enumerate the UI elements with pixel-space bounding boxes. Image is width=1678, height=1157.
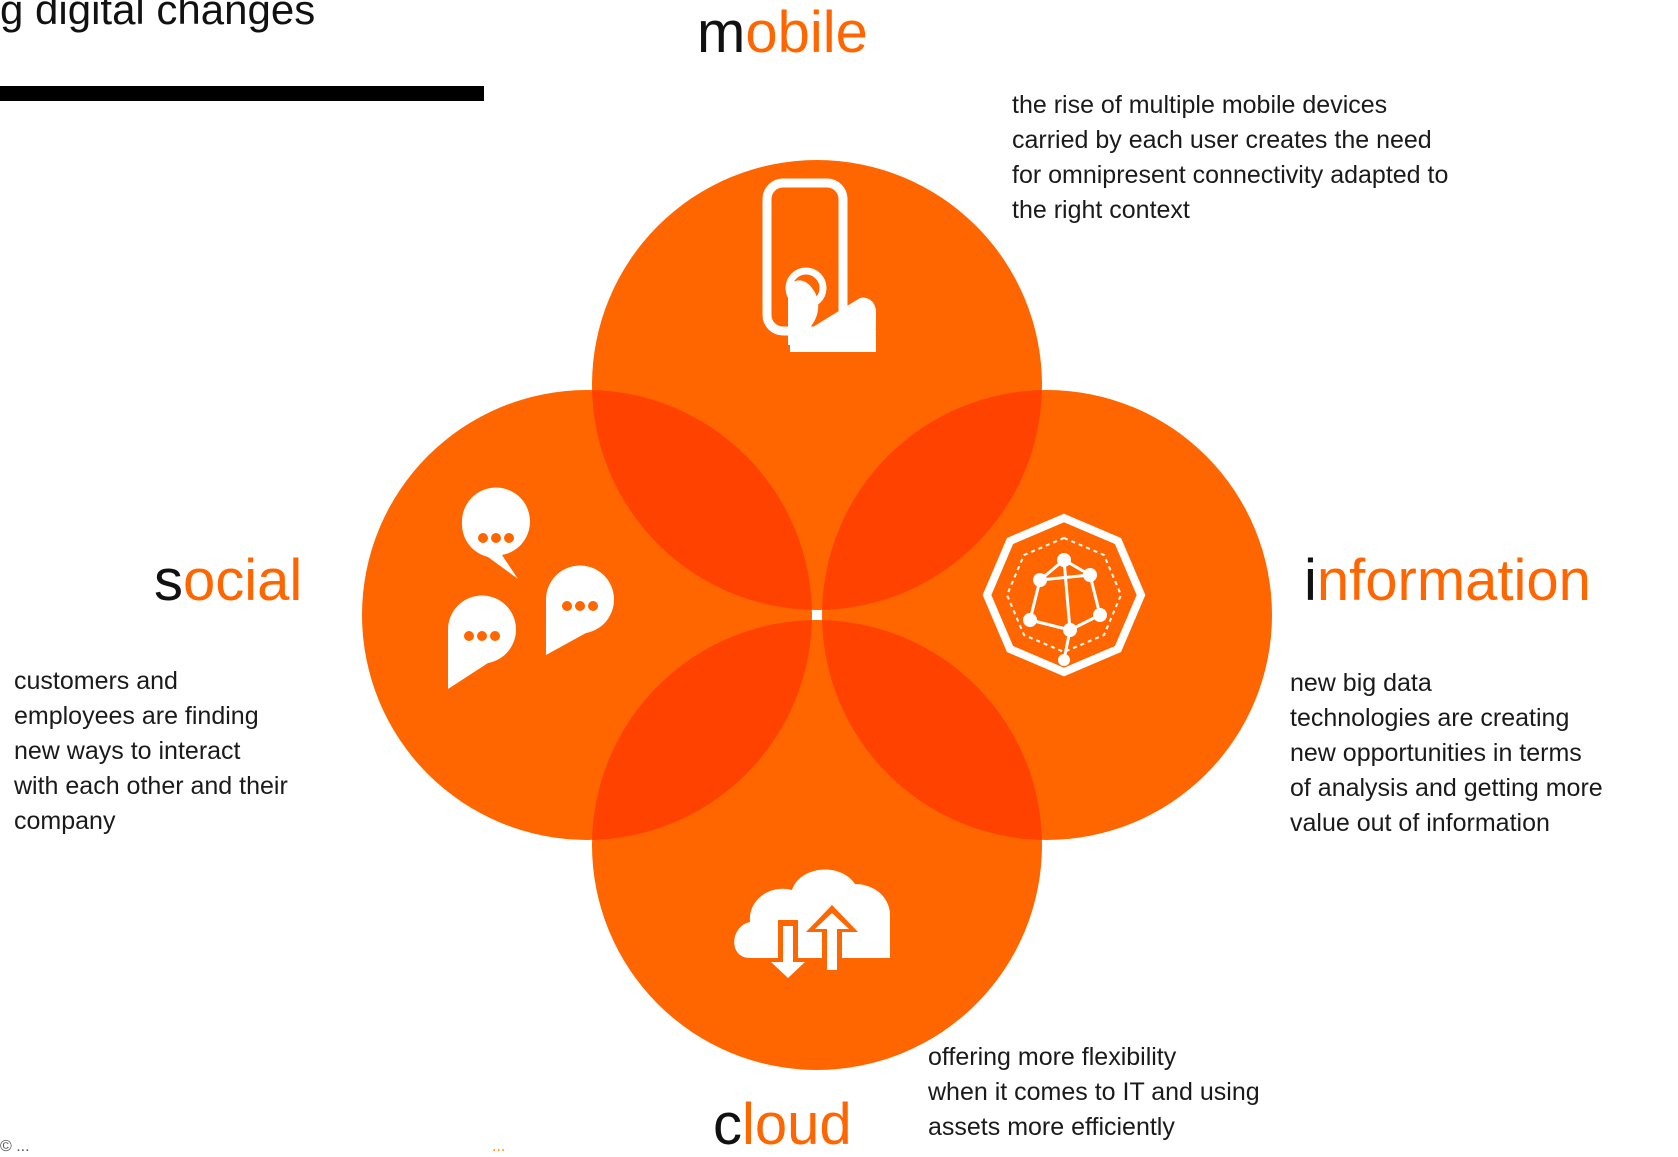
heading-social-rest: ocial xyxy=(183,548,303,613)
footer-brand-text: ... xyxy=(492,1138,506,1155)
slide-title: g digital changes xyxy=(0,0,316,33)
title-underline-bar xyxy=(0,86,484,101)
heading-information-rest: nformation xyxy=(1316,548,1591,613)
chat-bubbles-icon xyxy=(447,487,614,689)
network-octagon-icon xyxy=(982,513,1146,677)
description-social: customers and employees are finding new … xyxy=(14,667,288,835)
heading-mobile-rest: obile xyxy=(745,0,868,65)
heading-information-first-letter: i xyxy=(1304,548,1317,613)
phone-touch-icon xyxy=(762,178,876,352)
overlap-cloud-information xyxy=(822,620,1042,840)
description-cloud: offering more flexibility when it comes … xyxy=(928,1043,1260,1141)
heading-cloud-rest: loud xyxy=(742,1092,852,1157)
heading-cloud-first-letter: c xyxy=(713,1092,742,1157)
overlap-mobile-social xyxy=(592,390,812,610)
heading-cloud: cloud xyxy=(713,1096,852,1154)
description-information: new big data technologies are creating n… xyxy=(1290,669,1603,837)
heading-mobile: mobile xyxy=(697,4,868,62)
heading-social: social xyxy=(154,552,302,610)
heading-social-first-letter: s xyxy=(154,548,183,613)
description-mobile: the rise of multiple mobile devices carr… xyxy=(1012,91,1449,224)
heading-mobile-first-letter: m xyxy=(697,0,746,65)
cloud-sync-icon xyxy=(734,869,890,985)
heading-information: information xyxy=(1304,552,1591,610)
footer-copyright: © ... xyxy=(0,1138,30,1155)
overlaps-group xyxy=(592,390,1042,840)
overlap-cloud-social xyxy=(592,620,812,840)
overlap-mobile-information xyxy=(822,390,1042,610)
